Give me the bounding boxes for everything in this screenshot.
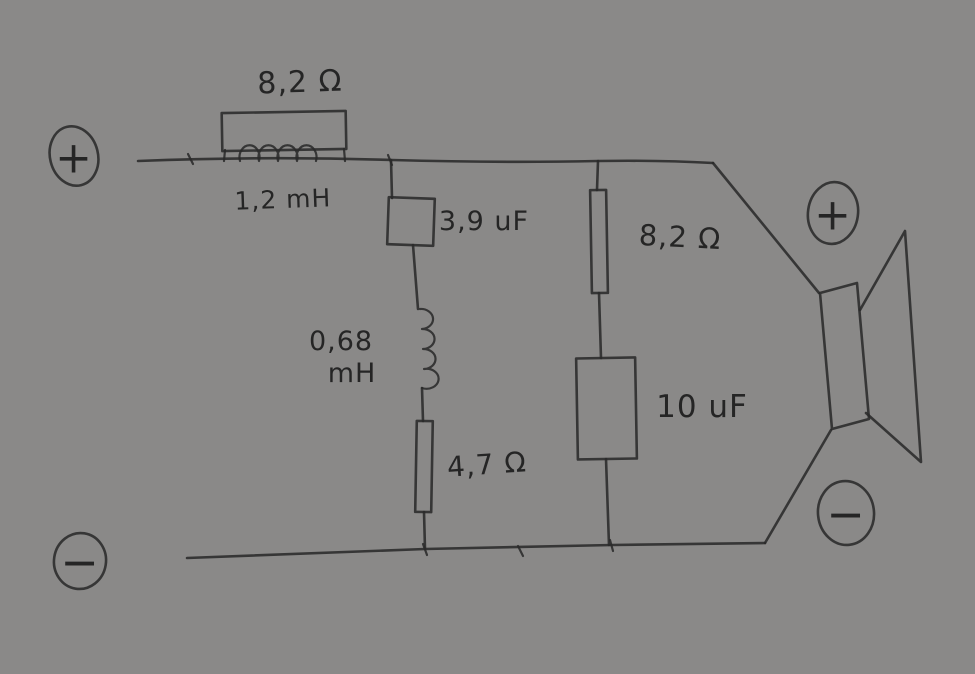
branch2-capacitor-body [574, 356, 639, 461]
series-inductor: 1,2 mH [234, 144, 332, 216]
branch2-wire-c [604, 457, 611, 547]
output-negative-terminal: − [816, 479, 876, 547]
branch2-wire-a [595, 159, 600, 192]
input-plus-label: + [55, 133, 93, 184]
branch1-resistor-label: 4,7 Ω [446, 445, 528, 483]
input-minus-label: − [60, 535, 100, 589]
branch2-resistor-body [588, 188, 610, 295]
branch1: 3,9 uF 0,68 mH 4,7 Ω [309, 158, 529, 551]
series-resistor-label: 8,2 Ω [257, 64, 343, 102]
branch2-wire-b [597, 291, 603, 360]
branch1-inductor-label-value: 0,68 [309, 326, 373, 357]
output-positive-terminal: + [806, 180, 860, 246]
branch1-capacitor-body [385, 195, 437, 248]
wire-to-speaker-top [711, 161, 821, 295]
output-minus-label: − [826, 487, 866, 541]
junction-tick [186, 152, 195, 166]
speaker [818, 229, 923, 464]
branch1-inductor-label-unit: mH [328, 358, 377, 389]
speaker-cone [858, 229, 923, 464]
output-plus-label: + [814, 190, 852, 241]
branch1-inductor-coil [418, 307, 440, 390]
series-inductor-coil [238, 144, 318, 163]
bottom-wire [185, 428, 833, 560]
branch1-wire-a [389, 158, 394, 200]
input-minus-circle [52, 531, 108, 591]
branch1-resistor-body [413, 419, 435, 514]
branch1-wire-d [422, 510, 427, 551]
top-wire-line [136, 156, 715, 165]
input-negative-terminal: − [52, 531, 108, 591]
junction-tick [608, 538, 615, 553]
branch2-resistor-label: 8,2 Ω [638, 218, 722, 256]
branch1-wire-c [420, 386, 425, 423]
speaker-driver [818, 281, 871, 431]
series-resistor-leads [222, 147, 347, 163]
branch2-capacitor-label: 10 uF [656, 389, 748, 425]
branch1-wire-b [411, 243, 420, 311]
wire-to-speaker-bottom [763, 428, 833, 545]
series-resistor: 8,2 Ω [220, 64, 348, 163]
series-inductor-label: 1,2 mH [234, 183, 332, 215]
input-positive-terminal: + [48, 125, 100, 187]
junction-tick [421, 542, 429, 557]
input-plus-circle [48, 125, 100, 187]
branch2: 8,2 Ω 10 uF [574, 159, 748, 547]
output-plus-circle [806, 180, 860, 246]
output-minus-circle [816, 479, 876, 547]
junction-tick [516, 544, 525, 558]
branch1-capacitor-label: 3,9 uF [439, 206, 529, 237]
bottom-wire-line [185, 541, 767, 560]
series-resistor-body [220, 109, 348, 153]
